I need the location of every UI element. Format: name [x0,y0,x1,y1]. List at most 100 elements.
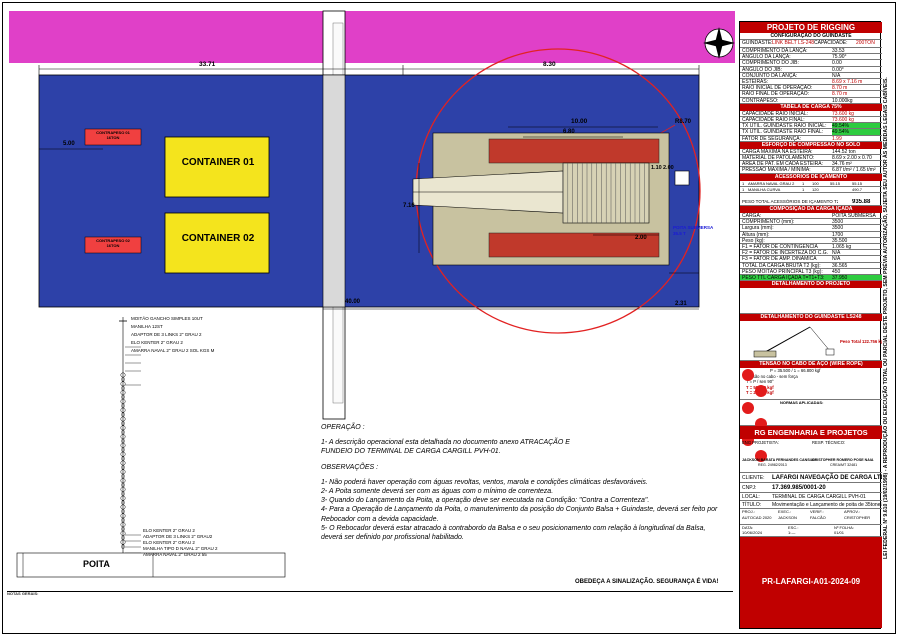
crane-boom [412,162,650,224]
load-comp-row-4-value: 35.500 [832,237,848,244]
ppe-icon [742,401,754,414]
accessories-total-value: 935.88 [852,199,871,205]
config-row-6-value: 8.70 m [832,85,848,92]
total-row-0-label: TOTAL DA CARGA BRUTA T2 (kg): [742,262,821,269]
config-row-3-value: 0.00° [832,66,844,73]
norms-title: NORMAS APLICADAS: [780,400,824,406]
meta-label: Nº FOLHA: [834,525,854,531]
config-row-7: RAIO FINAL DE OPERAÇÃO:8.70 m [740,91,882,98]
load-row-2-label: TX UTIL. GUINDASTE RAIO INICIAL: [742,123,827,130]
meta-value: AUTOCAD 2020 [742,515,772,521]
load-composition-title: COMPOSIÇÃO DA CARGA IÇADA [740,206,882,213]
meta-value: 10/06/2024 [742,530,763,536]
pressure-title: ESFORÇO DE COMPRESSÃO NO SOLO [740,141,882,149]
container-01 [164,136,270,198]
deck-ramp-section [322,74,346,308]
load-comp-row-2-label: Largura (mm): [742,225,774,232]
poita-title: POITA [83,559,110,569]
config-row-1-value: 75.90° [832,54,847,61]
dim-2-00-b: 2.00 [635,235,647,241]
local-row-label: LOCAL: [742,494,760,501]
rope-line: P = 35.500 / 1 = 66.800 kgf [770,368,821,374]
accessory-cell: 490.7 [852,186,863,192]
config-row-5-value: 8.69 x 7.16 m [832,79,863,85]
meta-value: JACKSON [778,515,797,521]
load-row-2-value: 49.54% [832,123,880,129]
load-row-4-label: FATOR DE SEGURANÇA: [742,135,801,142]
detail-project-title: DETALHAMENTO DO PROJETO [740,281,882,289]
ppe-icon [755,450,767,463]
load-comp-row-0: CARGA:POITA SUBMERSA [740,213,882,220]
local-row: LOCAL:TERMINAL DE CARGA CARGILL PVH-01 [740,493,882,502]
rope-line: T = P / sen 90° [746,379,774,385]
poita-block [16,552,286,578]
accessories-title: ACESSÓRIOS DE IÇAMENTO [740,173,882,181]
drawing-number: PR-LAFARGI-A01-2024-09 [740,537,882,628]
crane-row: GUINDASTE: LINK BELT LS-248 CAPACIDADE: … [740,40,882,48]
cnpj-row: CNPJ:17.369.985/0001-20 [740,483,882,494]
load-row-1: CAPACIDADE RAIO FINAL:73.600 kg [740,117,882,124]
load-row-3-value: 49.54% [832,129,880,135]
config-row-2-value: 0.00 [832,60,842,67]
safety-banner: OBEDEÇA A SINALIZAÇÃO. SEGURANÇA É VIDA! [575,579,719,585]
load-comp-row-6-label: F2 = FATOR DE INCERTEZA DO C.G. [742,250,828,257]
title-row-value: Movimentação e Lançamento de poita de 35… [772,502,882,509]
load-comp-row-1: COMPRIMENTO (mm):3500 [740,219,882,226]
meta-value: 01/01 [834,530,845,536]
config-row-3-label: ÂNGULO DO JIB: [742,66,783,73]
dim-8-30: 8.30 [543,61,556,68]
load-comp-row-6-value: N/A [832,250,841,257]
accessory-cell: 55.15 [830,180,841,186]
load-row-1-label: CAPACIDADE RAIO FINAL: [742,117,805,123]
dim-7-16: 7.16 [403,203,415,209]
dim-6-80: 6.80 [563,129,575,135]
dim-1-10: 1.10 [651,165,662,171]
copyright-sidebar: LEI FEDERAL Nº 9.610 (19/02/1998) - A RE… [883,77,889,559]
accessory-cell: 55.15 [852,180,863,186]
config-row-1-label: ÂNGULO DA LANÇA: [742,54,791,61]
resp-name: CRISTOPHER ROMERO POSE NAIA [812,458,874,463]
observation-2: 2- A Poita somente deverá ser com as águ… [321,488,554,496]
container-02-label: CONTAINER 02 [181,233,255,244]
meta-label: APROV.: [844,509,860,515]
observation-4: 4- Para a Operação de Lançamento da Poit… [321,506,718,523]
config-row-2: COMPRIMENTO DO JIB:0.00 [740,60,882,67]
title-row: TÍTULO:Movimentação e Lançamento de poit… [740,501,882,510]
poita-symbol [674,170,690,186]
meta-label: VERIF.: [810,509,824,515]
general-notes: NOTAS GERAIS: [7,591,733,631]
load-comp-row-3: Altura (mm):1700 [740,232,882,238]
pressure-row-3: PRESSÃO MÁXIMA / MÍNIMA:6.87 t/m² / 1.65… [740,167,882,174]
accessory-cell: 1 [802,186,805,192]
pressure-row-0-label: CARGA MÁXIMA NA ESTEIRA: [742,148,813,155]
counterweight-02 [84,236,142,254]
accessory-cell: 100 [812,180,819,186]
load-comp-row-4-label: Peso (kg): [742,237,765,244]
config-row-8-label: CONTRAPESO: [742,97,779,104]
config-row-6-label: RAIO INICIAL DE OPERAÇÃO: [742,85,813,92]
pressure-row-0-value: 144.52 ton [832,148,856,155]
detail-crane-title: DETALHAMENTO DO GUINDASTE LS248 [740,314,882,322]
operation-title: OPERAÇÃO : [321,424,365,431]
meta-value: CRISTOPHER [844,515,871,521]
ppe-icon [742,369,754,382]
company-banner: RG ENGENHARIA E PROJETOS [740,426,882,440]
eng-name: JACKSON BARATA FERNANDES CANSIAN [742,458,816,463]
load-comp-row-0-label: CARGA: [742,213,762,219]
config-row-5-label: ESTEIRAS: [742,79,769,85]
detail-project-body [740,288,882,315]
load-comp-row-4: Peso (kg): 35.500 [740,238,882,244]
rope-title: TENSÃO NO CABO DE AÇO (WIRE ROPE) [740,361,882,369]
rigging-top-labels: MOITÃO GANCHO SIMPLES 10UT MANILHA 12ST … [131,316,215,353]
config-row-1: ÂNGULO DA LANÇA: 75.90° [740,54,882,61]
dim-2-31: 2.31 [675,301,687,307]
pressure-row-0: CARGA MÁXIMA NA ESTEIRA: 144.52 ton [740,149,882,155]
load-row-4-value: 1.99 [832,135,842,142]
config-row-0-label: COMPRIMENTO DA LANÇA: [742,48,808,54]
load-comp-row-2: Largura (mm):3500 [740,225,882,232]
resp-label: RESP. TÉCNICO: [812,440,846,446]
dim-r8-70: R8.70 [675,119,692,125]
